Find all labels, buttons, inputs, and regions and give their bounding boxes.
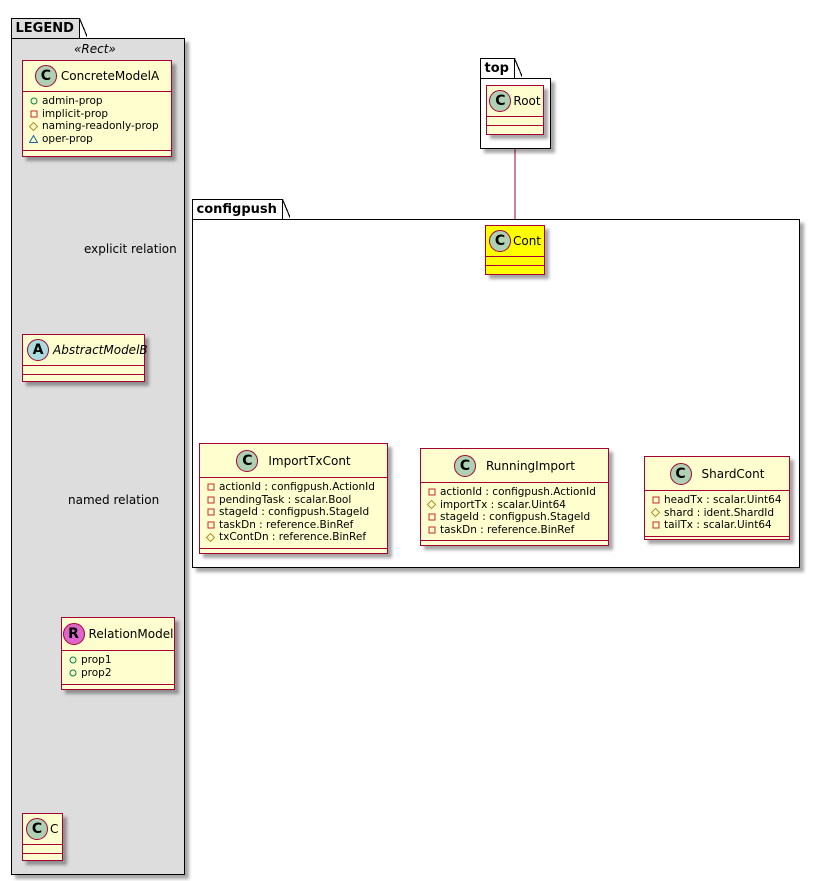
class-name: C [50,822,59,836]
attribute-text: headTx : scalar.Uint64 [664,494,782,506]
attribute-text: stageId : configpush.StageId [219,506,370,518]
class-cont[interactable]: C Cont [485,225,545,275]
class-name: Cont [512,234,542,248]
attribute-text: prop1 [81,654,112,666]
attribute-text: taskDn : reference.BinRef [440,523,575,536]
attribute-list: admin-prop implicit-prop naming-readonly… [23,92,171,149]
class-concrete-model-a[interactable]: C ConcreteModelA admin-prop implicit-pro… [22,60,172,157]
class-name: ShardCont [701,466,765,481]
class-name: ConcreteModelA [60,69,160,83]
class-badge-icon: C [488,230,511,252]
abstract-badge-icon: A [27,339,49,361]
attribute-row: importTx : scalar.Uint64 [427,499,602,512]
class-badge-icon: C [26,818,48,840]
protected-visibility-icon [206,532,215,542]
attribute-row: headTx : scalar.Uint64 [651,494,783,507]
legend-package: LEGEND «Rect» [10,17,185,875]
attribute-text: tailTx : scalar.Uint64 [664,519,772,531]
private-visibility-icon [427,488,436,497]
private-visibility-icon [427,513,436,522]
attribute-text: implicit-prop [42,107,109,120]
private-visibility-icon [651,496,660,505]
attribute-row: prop1 [68,654,168,667]
public-visibility-icon [68,668,77,677]
class-name: RunningImport [486,458,575,473]
configpush-package-title: configpush [191,198,291,219]
attribute-row: naming-readonly-prop [29,120,165,133]
attribute-row: oper-prop [29,133,165,146]
class-name: Root [513,94,541,108]
attribute-text: naming-readonly-prop [42,120,159,132]
attribute-row: pendingTask : scalar.Bool [206,494,381,507]
attribute-text: actionId : configpush.ActionId [219,481,375,493]
protected-visibility-icon [427,500,436,510]
attribute-text: shard : ident.ShardId [664,506,775,519]
attribute-row: stageId : configpush.StageId [206,506,381,519]
class-running-import[interactable]: C RunningImport actionId : configpush.Ac… [420,448,609,546]
private-visibility-icon [206,495,215,504]
private-visibility-icon [427,525,436,534]
attribute-text: txContDn : reference.BinRef [219,531,367,543]
protected-visibility-icon [29,121,38,131]
class-import-tx-cont[interactable]: C ImportTxCont actionId : configpush.Act… [199,443,388,554]
attribute-row: implicit-prop [29,108,165,121]
class-name: RelationModel [88,627,174,641]
private-visibility-icon [206,520,215,529]
public-visibility-icon [68,656,77,665]
class-c[interactable]: C C [22,813,63,861]
top-package-title: top [479,57,523,78]
attribute-row: prop2 [68,667,168,680]
attribute-row: actionId : configpush.ActionId [427,486,602,499]
attribute-text: actionId : configpush.ActionId [440,486,596,498]
attribute-row: shard : ident.ShardId [651,507,783,520]
attribute-text: importTx : scalar.Uint64 [440,498,566,511]
private-visibility-icon [206,483,215,492]
package-visibility-icon [29,134,38,143]
class-badge-icon: C [489,90,512,112]
attribute-text: stageId : configpush.StageId [440,511,591,523]
attribute-row: admin-prop [29,95,165,108]
attribute-row: taskDn : reference.BinRef [427,524,602,537]
named-relation-label: named relation [68,493,160,507]
private-visibility-icon [29,109,38,118]
legend-stereotype: «Rect» [74,42,116,56]
attribute-row: tailTx : scalar.Uint64 [651,519,783,532]
public-visibility-icon [29,97,38,106]
class-relation-model[interactable]: R RelationModel prop1 prop2 [61,617,175,690]
attribute-row: taskDn : reference.BinRef [206,519,381,532]
attribute-row: stageId : configpush.StageId [427,511,602,524]
class-name: AbstractModelB [53,343,148,357]
attribute-row: actionId : configpush.ActionId [206,481,381,494]
attribute-text: admin-prop [42,95,103,107]
relation-badge-icon: R [62,623,85,645]
attribute-list: prop1 prop2 [62,651,174,683]
attribute-text: prop2 [81,666,112,679]
explicit-relation-label: explicit relation [84,242,177,256]
attribute-row: txContDn : reference.BinRef [206,531,381,544]
class-root[interactable]: C Root [486,85,544,135]
class-abstract-model-b[interactable]: A AbstractModelB [22,334,148,382]
class-badge-icon: C [454,454,476,477]
class-badge-icon: C [236,449,259,472]
attribute-text: taskDn : reference.BinRef [219,518,354,531]
class-badge-icon: C [34,65,57,87]
class-name: ImportTxCont [268,453,351,468]
class-badge-icon: C [669,462,692,485]
private-visibility-icon [206,508,215,517]
legend-package-title: LEGEND [10,17,88,38]
attribute-text: oper-prop [42,132,93,145]
private-visibility-icon [651,521,660,530]
attribute-text: pendingTask : scalar.Bool [219,493,352,506]
protected-visibility-icon [651,508,660,518]
